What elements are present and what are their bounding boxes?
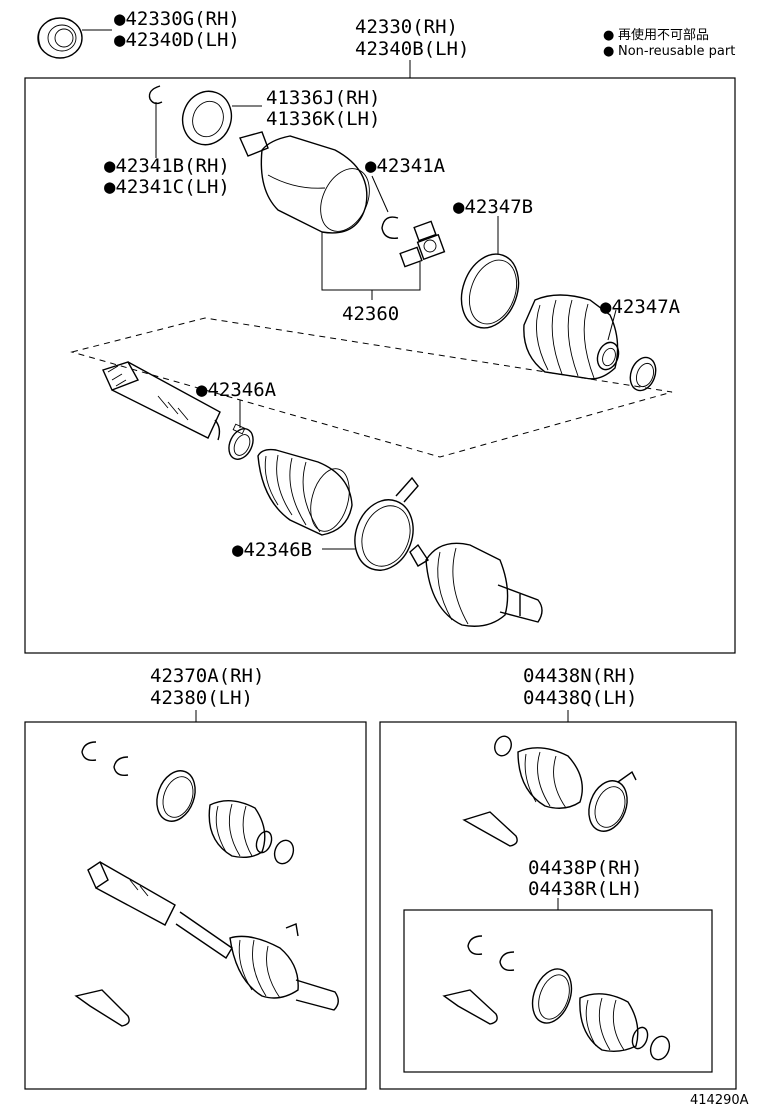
kit-pr-frame (403, 909, 713, 1073)
kit-dashed-outline (70, 317, 673, 458)
dust-deflector-part[interactable] (175, 84, 239, 151)
inner-snap-label: ●42341A (365, 155, 446, 177)
housing-label: 42360 (342, 303, 399, 325)
kit-pr-illustration[interactable] (442, 935, 673, 1062)
drive-shaft-part[interactable] (102, 361, 221, 441)
boot-band-large-part[interactable] (452, 246, 529, 336)
band-46b-label: ●42346B (232, 539, 312, 561)
boot-kit-illustration[interactable] (74, 741, 339, 1027)
legend-marker: ● (603, 28, 614, 43)
boot-kit-rh-label: 42370A(RH) (150, 665, 264, 687)
kit-p-rh-label: 04438P(RH) (528, 857, 642, 879)
boot-kit-frame (24, 721, 367, 1090)
assembly-frame (24, 77, 736, 654)
tripod-joint-part[interactable] (399, 220, 446, 268)
assembly-lh-label: 42340B(LH) (355, 38, 469, 60)
inner-snap-ring-part[interactable] (381, 216, 399, 239)
kit-nq-frame (379, 721, 737, 1090)
boot-band-small-part[interactable] (626, 354, 660, 394)
snap-ring-part[interactable] (148, 85, 163, 105)
assembly-rh-label: 42330(RH) (355, 16, 458, 38)
boot-kit-lh-label: 42380(LH) (150, 687, 253, 709)
boot-clamp-part[interactable] (224, 423, 257, 463)
housing-bracket (321, 232, 421, 291)
kit-q-lh-label: 04438Q(LH) (523, 687, 637, 709)
legend-japanese: 再使用不可部品 (618, 27, 709, 43)
seal-rh-label: ●42330G(RH) (114, 8, 240, 30)
deflector-lh-label: 41336K(LH) (266, 108, 380, 130)
snap-ring-lh-label: ●42341C(LH) (104, 176, 230, 198)
legend-marker-2: ● (603, 44, 614, 59)
outboard-boot-part[interactable] (257, 448, 356, 536)
legend-english: Non-reusable part (618, 44, 735, 59)
inboard-joint-housing[interactable] (239, 131, 379, 239)
snap-ring-rh-label: ●42341B(RH) (104, 155, 230, 177)
kit-n-rh-label: 04438N(RH) (523, 665, 637, 687)
clamp-label: ●42346A (196, 379, 277, 401)
oil-seal-part[interactable] (37, 17, 83, 59)
seal-lh-label: ●42340D(LH) (114, 29, 240, 51)
kit-nq-illustration[interactable] (462, 734, 637, 847)
band-47b-label: ●42347B (453, 196, 533, 218)
outer-boot-band-part[interactable] (345, 476, 422, 578)
illustration-id: 414290A (690, 1093, 749, 1108)
kit-r-lh-label: 04438R(LH) (528, 878, 642, 900)
outboard-joint-part[interactable] (409, 542, 543, 627)
band-47a-label: ●42347A (600, 296, 681, 318)
inboard-boot-part[interactable] (523, 294, 622, 380)
band-47a-leader (607, 309, 617, 341)
deflector-rh-label: 41336J(RH) (266, 87, 380, 109)
inner-snap-leader (371, 175, 389, 213)
